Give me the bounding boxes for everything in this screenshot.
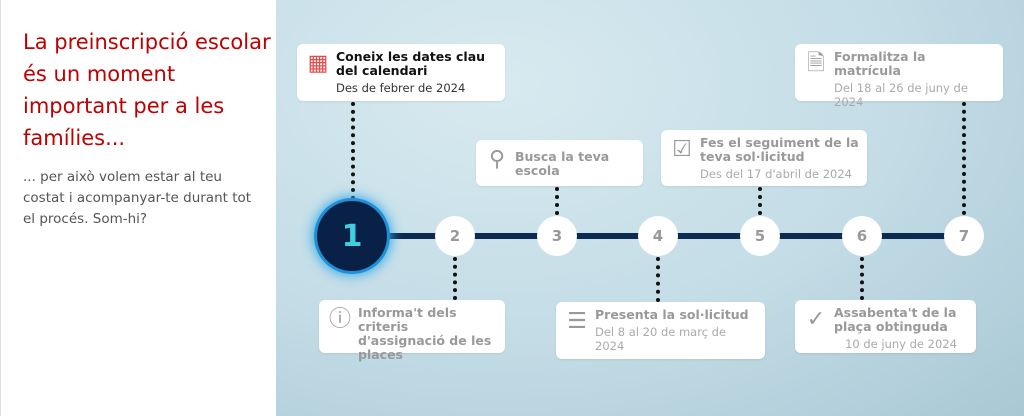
step-title: Presenta la sol·licitud xyxy=(595,307,749,322)
connector xyxy=(555,187,559,215)
step-title: Busca la teva escola xyxy=(515,149,610,178)
connector xyxy=(656,257,660,302)
connector xyxy=(351,102,355,200)
step-date: Del 18 al 26 de juny de 2024 xyxy=(834,81,968,109)
step-6-card[interactable]: ✓ Assabenta't de la plaça obtinguda 10 de… xyxy=(795,300,976,353)
step-title: Assabenta't de la plaça obtinguda xyxy=(834,305,957,334)
calendar-icon: ▦ xyxy=(307,51,329,76)
step-title: Fes el seguiment de la teva sol·licitud xyxy=(700,135,859,164)
step-4-circle[interactable]: 4 xyxy=(638,216,678,256)
step-date: Des del 17 d'abril de 2024 xyxy=(700,167,852,181)
step-1-circle[interactable]: 1 xyxy=(317,201,387,271)
step-date: Del 8 al 20 de març de 2024 xyxy=(595,325,727,353)
step-3-card[interactable]: ⚲ Busca la teva escola xyxy=(476,140,643,186)
step-date: 10 de juny de 2024 xyxy=(845,337,957,351)
checklist-icon: ☑ xyxy=(672,137,692,162)
connector xyxy=(453,257,457,300)
step-5-circle[interactable]: 5 xyxy=(740,216,780,256)
step-date: Des de febrer de 2024 xyxy=(336,81,466,95)
connector xyxy=(758,187,762,215)
step-5-card[interactable]: ☑ Fes el seguiment de la teva sol·licitu… xyxy=(661,130,867,186)
connector xyxy=(860,257,864,300)
connector xyxy=(962,102,966,215)
document-icon: 🗎 xyxy=(807,51,825,76)
intro-title: La preinscripció escolar és un moment im… xyxy=(23,30,271,150)
step-2-card[interactable]: ⓘ Informa't dels criteris d'assignació d… xyxy=(319,300,505,362)
step-title: Coneix les dates clau del calendari xyxy=(336,49,486,78)
step-3-circle[interactable]: 3 xyxy=(537,216,577,256)
step-2-circle[interactable]: 2 xyxy=(435,216,475,256)
check-circle-icon: ✓ xyxy=(806,307,826,332)
step-title: Informa't dels criteris d'assignació de … xyxy=(358,305,492,362)
intro-subtitle: ... per això volem estar al teu costat i… xyxy=(23,169,252,227)
step-title: Formalitza la matrícula xyxy=(834,49,926,78)
search-icon: ⚲ xyxy=(488,147,506,172)
info-icon: ⓘ xyxy=(328,307,351,332)
step-6-circle[interactable]: 6 xyxy=(842,216,882,256)
step-7-circle[interactable]: 7 xyxy=(944,216,984,256)
form-icon: ☰ xyxy=(567,309,587,334)
intro-panel: La preinscripció escolar és un moment im… xyxy=(0,0,276,416)
